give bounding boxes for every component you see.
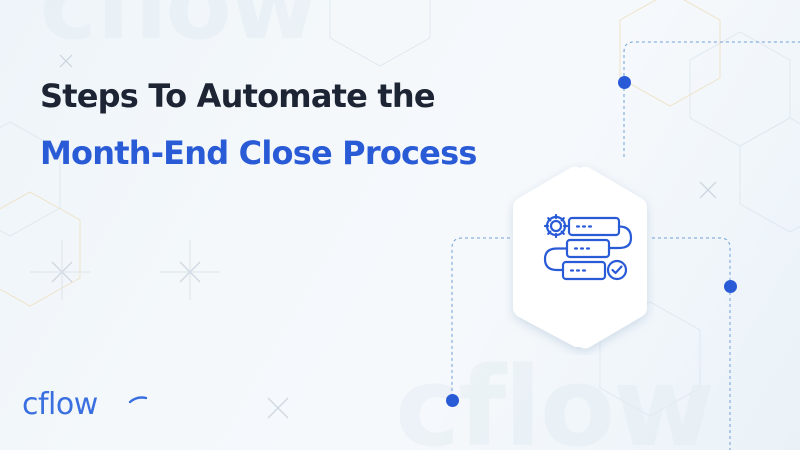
feature-hexagon — [505, 160, 655, 355]
check-circle-icon — [606, 259, 628, 281]
workflow-automation-icon — [543, 213, 633, 281]
watermark-bottom: cflow — [395, 343, 713, 450]
brand-logo: cflow — [22, 386, 148, 422]
brand-logo-text: cflow — [22, 387, 98, 422]
gear-icon — [543, 213, 569, 239]
connector-dot — [618, 76, 631, 89]
headline-line-2: Month-End Close Process — [40, 134, 477, 172]
headline-line-1: Steps To Automate the — [40, 77, 436, 115]
watermark-top: cflow — [40, 0, 316, 61]
connector-dot — [724, 280, 737, 293]
connector-dot — [446, 394, 459, 407]
logo-swoosh-icon — [128, 396, 148, 404]
